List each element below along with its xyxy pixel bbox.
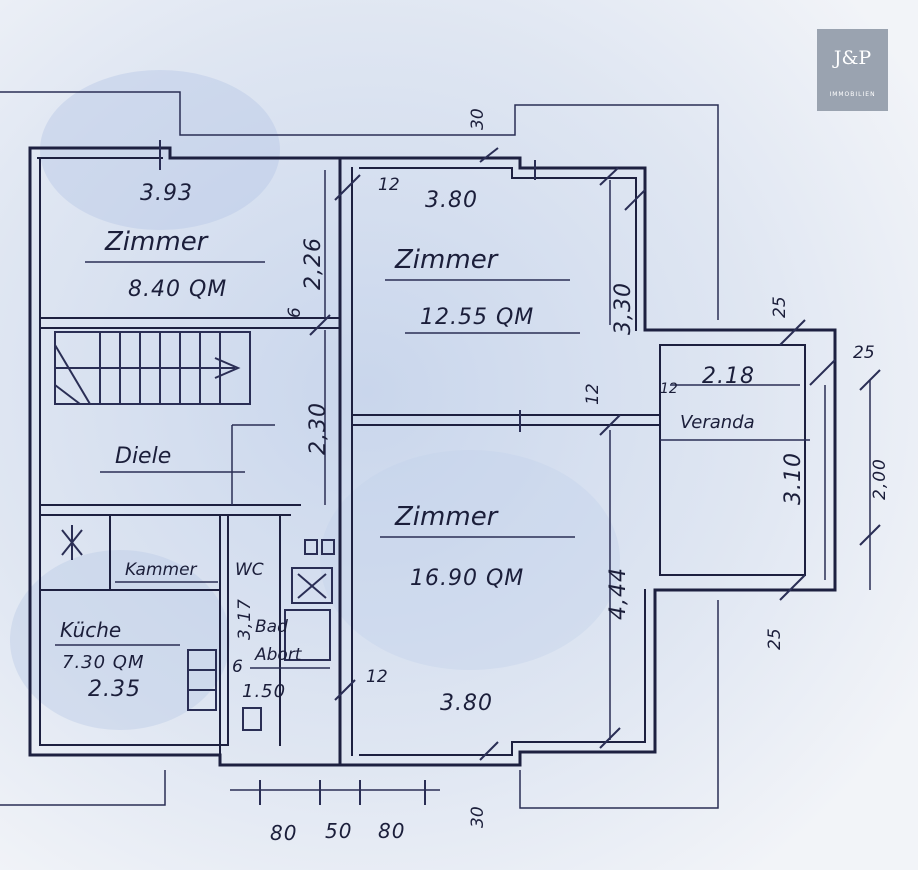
dimension-label: 25	[770, 296, 790, 318]
dimension-label: 12	[583, 383, 603, 405]
dimension-label: 30	[468, 806, 488, 828]
dimension-label: 3,17	[235, 598, 255, 640]
dimension-label: 30	[468, 108, 488, 130]
blue-stain	[320, 450, 620, 670]
room-name-label: Zimmer	[394, 245, 500, 275]
dimension-label: 12	[378, 175, 400, 195]
veranda-name-label: Veranda	[680, 412, 755, 433]
dimension-label: 4,44	[606, 567, 631, 620]
room-name-label: Zimmer	[104, 227, 210, 257]
room-area-label: 7.30 QM	[62, 652, 145, 673]
dimension-label: 3,30	[611, 282, 636, 335]
dimension-label: 80	[270, 821, 297, 845]
dimension-label: 25	[853, 343, 875, 363]
room-width-label: 3.80	[440, 691, 493, 716]
room-name-label: Abort	[254, 645, 303, 665]
room-width-label: 1.50	[242, 681, 286, 702]
staircase	[54, 331, 251, 405]
room-area-label: 8.40 QM	[128, 277, 227, 302]
room-name-label: Zimmer	[394, 502, 500, 532]
dimension-label: 2,26	[301, 237, 326, 290]
dimension-label: 80	[378, 819, 405, 843]
dimension-label: 2,00	[870, 458, 890, 500]
room-name-label: Küche	[60, 618, 121, 642]
room-name-label: Kammer	[125, 560, 198, 580]
logo-brand: J&P	[833, 47, 872, 69]
dimension-label: 2,30	[306, 402, 331, 455]
dimension-label: 12	[660, 381, 678, 397]
dimension-label: 6	[285, 307, 305, 318]
room-area-label: 16.90 QM	[410, 566, 524, 591]
veranda-width-label: 2.18	[702, 364, 755, 389]
veranda-depth-label: 3.10	[781, 452, 806, 505]
room-name-label: WC	[235, 560, 264, 580]
room-width-label: 3.80	[425, 188, 478, 213]
room-area-label: 12.55 QM	[420, 305, 534, 330]
blue-stain	[10, 550, 230, 730]
dimension-label: 6	[232, 657, 243, 677]
dimension-label: 12	[366, 667, 388, 687]
dimension-label: 50	[325, 819, 352, 843]
dimension-ticks	[159, 140, 881, 805]
fixtures	[61, 525, 335, 731]
logo-subtitle: IMMOBILIEN	[829, 91, 876, 98]
room-width-label: 2.35	[88, 677, 141, 702]
room-name-label: Diele	[115, 444, 171, 469]
room-name-label: Bad	[255, 617, 288, 637]
room-width-label: 3.93	[140, 181, 193, 206]
dimension-label: 25	[765, 628, 785, 650]
walls	[0, 91, 871, 809]
company-logo: J&P IMMOBILIEN	[817, 29, 888, 111]
